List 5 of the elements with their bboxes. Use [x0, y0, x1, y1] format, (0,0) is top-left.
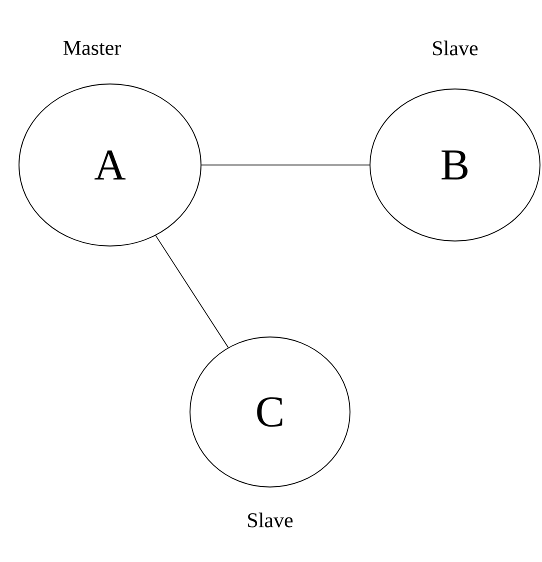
node-caption: Slave: [248, 512, 293, 528]
connector-line: [155, 235, 229, 348]
node-caption: Master: [63, 41, 121, 55]
node-caption: Slave: [433, 40, 478, 56]
connector-line: [201, 164, 370, 166]
